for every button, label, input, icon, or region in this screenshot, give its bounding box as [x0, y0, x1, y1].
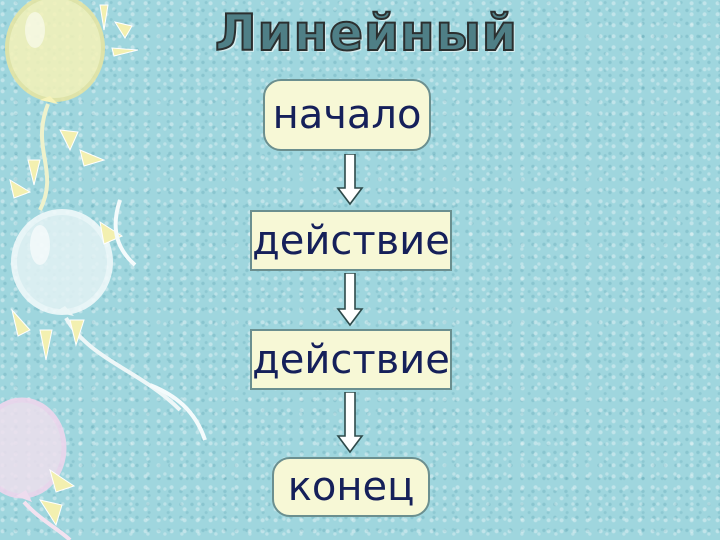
arrow-down-icon — [336, 154, 364, 206]
pink-balloon-icon — [0, 397, 72, 540]
action-node: действие — [250, 210, 452, 271]
start-node: начало — [263, 79, 431, 151]
white-swoosh-icon — [113, 199, 207, 441]
white-balloon-icon — [11, 209, 182, 412]
star-burst-icon — [9, 4, 139, 527]
balloon-decoration — [0, 0, 207, 540]
end-node: конец — [272, 457, 430, 517]
arrow-down-icon — [336, 392, 364, 454]
arrow-down-icon — [336, 273, 364, 327]
action-node: действие — [250, 329, 452, 390]
yellow-balloon-icon — [5, 0, 105, 211]
slide-title: Линейный — [214, 3, 518, 63]
